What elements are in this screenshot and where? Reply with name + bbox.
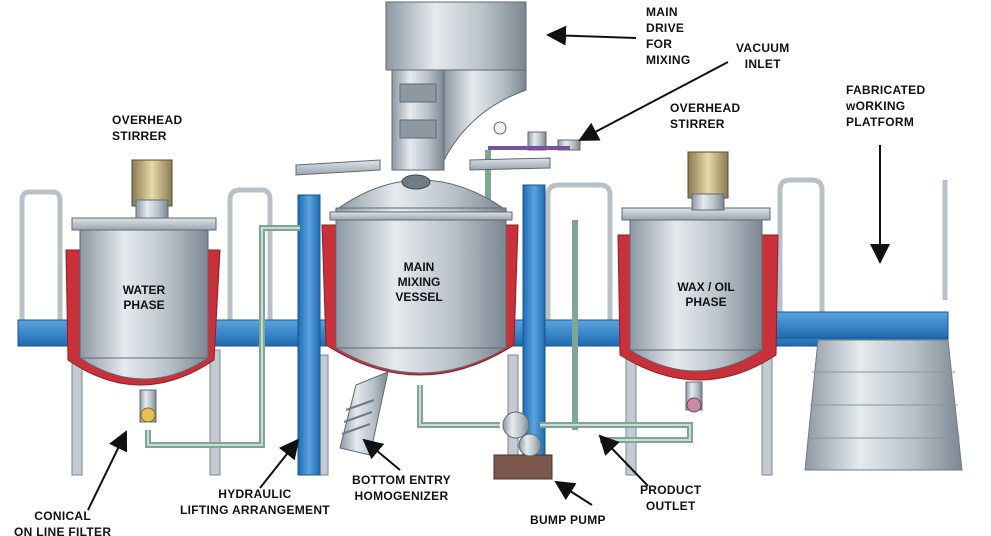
- bump-pump-label: BUMP PUMP: [530, 513, 606, 527]
- main-drive: [385, 1, 527, 171]
- working-platform: [769, 311, 963, 471]
- vacuum-gauge: [488, 121, 581, 151]
- bump-pump: [493, 411, 553, 480]
- main-mixing-vessel-label: MAIN MIXING VESSEL: [395, 260, 443, 304]
- conical-filter-label: CONICAL ON LINE FILTER: [14, 509, 112, 536]
- wax-oil-phase-label: WAX / OIL PHASE: [677, 280, 735, 309]
- bottom-entry-homogenizer-label: BOTTOM ENTRY HOMOGENIZER: [352, 473, 451, 503]
- main-mixing-vessel: [295, 157, 551, 376]
- fabricated-platform-label: FABRICATED wORKING PLATFORM: [846, 83, 926, 129]
- callout-arrows: [87, 25, 890, 511]
- water-phase-label: WATER PHASE: [122, 283, 166, 312]
- wax-oil-tank: [617, 151, 779, 413]
- hydraulic-lifting-label: HYDRAULIC LIFTING ARRANGEMENT: [180, 487, 330, 517]
- product-outlet-label: PRODUCT OUTLET: [640, 483, 702, 513]
- hydraulic-column-left: [297, 194, 321, 476]
- overhead-stirrer-left-label: OVERHEAD STIRRER: [112, 113, 183, 143]
- bottom-entry-homogenizer: [339, 371, 389, 456]
- railings: [19, 177, 948, 330]
- overhead-stirrer-right-label: OVERHEAD STIRRER: [670, 101, 741, 131]
- vacuum-inlet-label: VACUUM INLET: [736, 41, 790, 71]
- main-drive-label: MAIN DRIVE FOR MIXING: [646, 5, 691, 67]
- water-phase-tank: [65, 159, 221, 423]
